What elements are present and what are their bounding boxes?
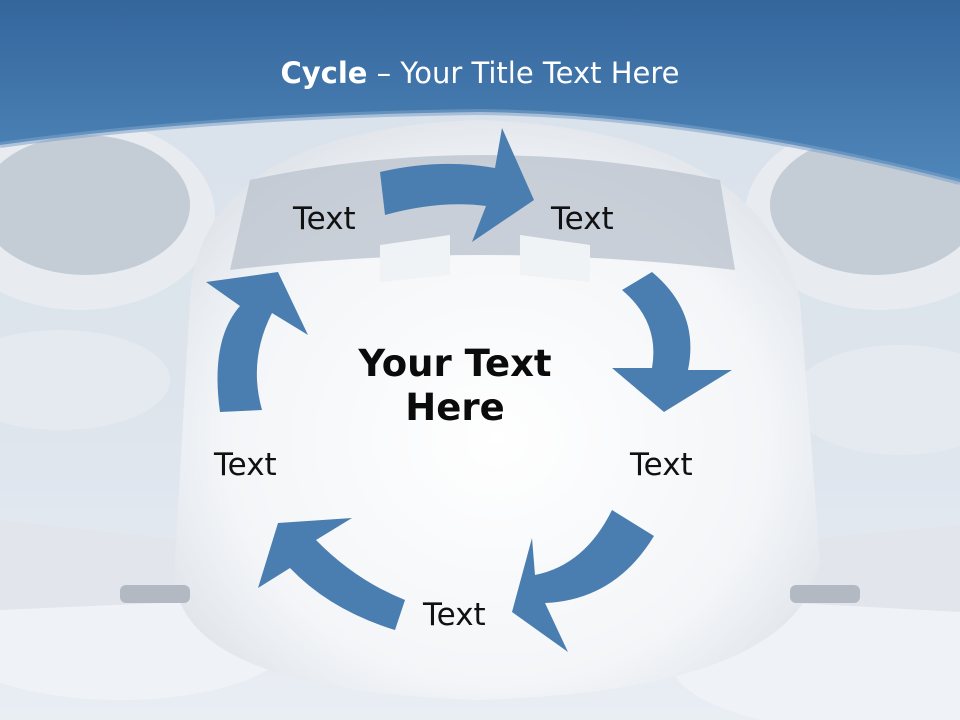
cycle-node-4: Text [423,597,486,633]
center-text-line-2: Here [405,386,505,430]
cycle-node-3: Text [630,447,693,483]
cycle-arrow-4 [258,518,405,630]
cycle-node-5: Text [214,447,277,483]
title-bold: Cycle [280,56,368,90]
cycle-node-1: Text [293,201,356,237]
title-rest: – Your Title Text Here [367,56,680,90]
center-text: Your Text Here [320,342,590,431]
cycle-arrow-5 [206,272,308,412]
slide-title: Cycle – Your Title Text Here [0,56,960,90]
cycle-arrow-1 [380,128,534,242]
cycle-arrow-3 [512,510,654,652]
cycle-node-2: Text [551,201,614,237]
cycle-arrow-2 [612,272,732,412]
center-text-line-1: Your Text [358,342,552,385]
